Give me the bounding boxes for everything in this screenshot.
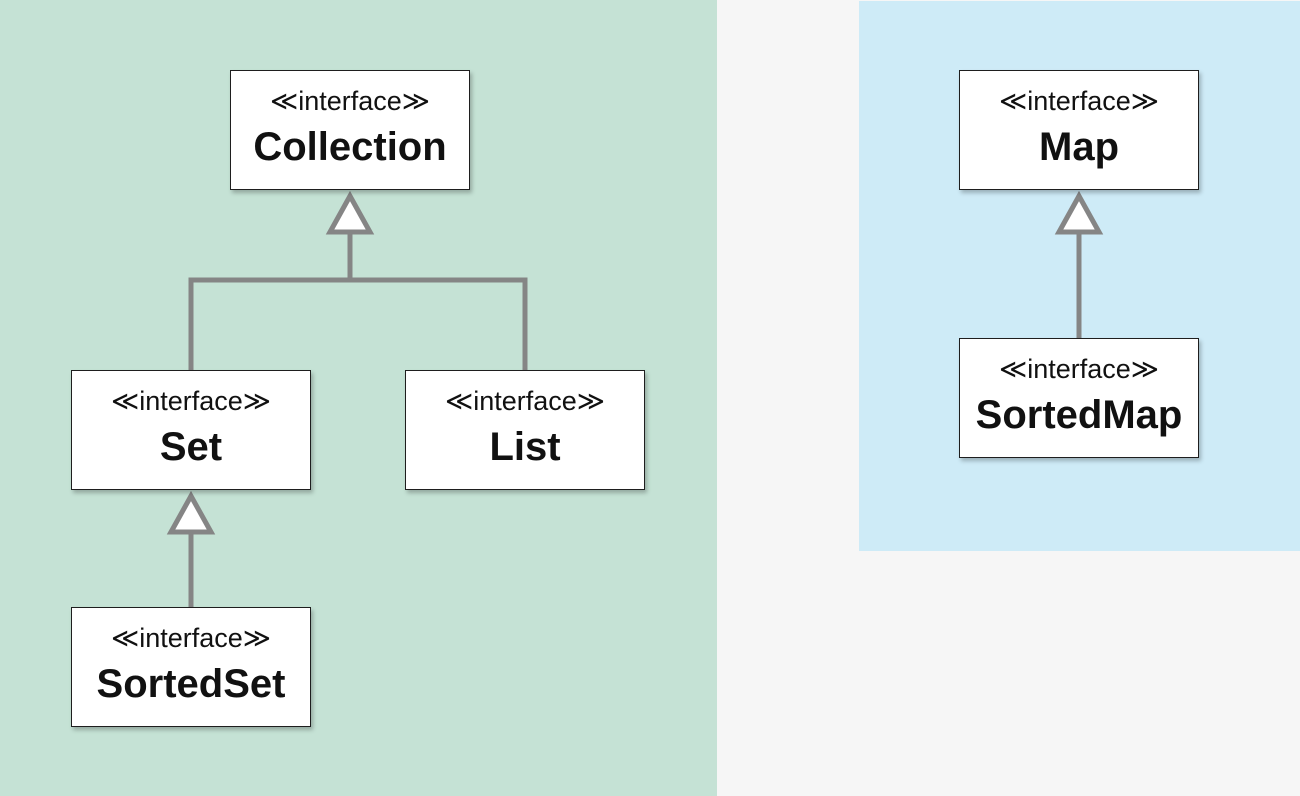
set-interface-box: ≪interface≫ Set — [71, 370, 311, 490]
list-stereotype: ≪interface≫ — [444, 386, 606, 416]
collection-class-name: Collection — [253, 125, 447, 169]
collection-stereotype: ≪interface≫ — [269, 86, 431, 116]
sortedset-stereotype: ≪interface≫ — [110, 623, 272, 653]
sortedmap-stereotype: ≪interface≫ — [998, 354, 1160, 384]
map-interface-box: ≪interface≫ Map — [959, 70, 1199, 190]
list-interface-box: ≪interface≫ List — [405, 370, 645, 490]
map-class-name: Map — [1039, 125, 1119, 169]
map-stereotype: ≪interface≫ — [998, 86, 1160, 116]
list-class-name: List — [489, 425, 561, 469]
sortedset-class-name: SortedSet — [96, 662, 286, 706]
sortedmap-interface-box: ≪interface≫ SortedMap — [959, 338, 1199, 458]
collection-interface-box: ≪interface≫ Collection — [230, 70, 470, 190]
set-class-name: Set — [159, 425, 223, 469]
sortedset-interface-box: ≪interface≫ SortedSet — [71, 607, 311, 727]
set-stereotype: ≪interface≫ — [110, 386, 272, 416]
sortedmap-class-name: SortedMap — [975, 393, 1183, 437]
